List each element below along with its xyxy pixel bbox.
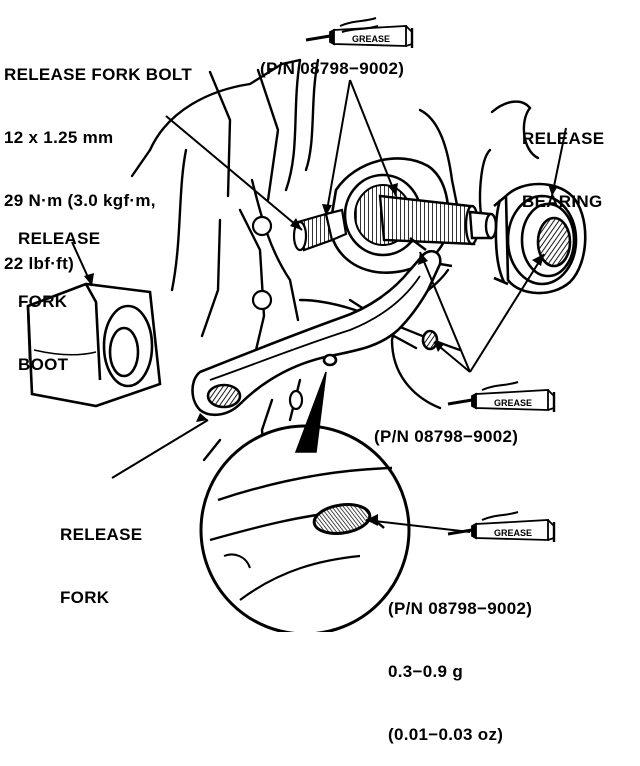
label-release-fork-line2: FORK xyxy=(60,588,110,607)
leader-lines xyxy=(71,79,567,533)
label-release-fork-line1: RELEASE xyxy=(60,525,143,544)
label-release-fork-boot: RELEASE FORK BOOT xyxy=(18,186,100,396)
label-pn-top: (P/N 08798−9002) xyxy=(260,59,405,78)
leader-arrowheads xyxy=(84,183,558,526)
release-bearing xyxy=(493,182,587,295)
grease-tube-icon: GREASE xyxy=(305,17,414,48)
release-fork xyxy=(191,236,453,417)
label-fork-boot-line3: BOOT xyxy=(18,355,69,374)
label-release-bearing-line1: RELEASE xyxy=(522,129,605,148)
label-fork-bolt-title: RELEASE FORK BOLT xyxy=(4,65,193,84)
label-fork-bolt-size: 12 x 1.25 mm xyxy=(4,128,114,147)
label-pn-bottom: (P/N 08798−9002) 0.3−0.9 g (0.01−0.03 oz… xyxy=(388,556,532,766)
label-fork-bolt-torque1: 29 N·m (3.0 kgf·m, xyxy=(4,191,156,210)
label-pn-bottom-ounces: (0.01−0.03 oz) xyxy=(388,725,504,744)
housing-holes xyxy=(251,215,304,411)
release-fork-boot xyxy=(26,282,162,408)
input-shaft xyxy=(378,194,498,246)
grease-tube-icon: GREASE xyxy=(447,511,556,542)
release-fork-bolt xyxy=(292,208,348,252)
label-release-fork-bolt: RELEASE FORK BOLT 12 x 1.25 mm 29 N·m (3… xyxy=(4,22,192,295)
grease-tube-icon: GREASE xyxy=(447,381,556,412)
label-release-fork: RELEASE FORK xyxy=(60,482,142,629)
label-fork-bolt-torque2: 22 lbf·ft) xyxy=(4,254,75,273)
clutch-release-diagram: GREASE GREASE GREASE xyxy=(26,17,587,632)
label-pn-mid: (P/N 08798−9002) xyxy=(374,427,519,446)
detail-magnifier xyxy=(199,371,411,632)
label-fork-boot-line1: RELEASE xyxy=(18,229,101,248)
grease-tube-text: GREASE xyxy=(494,398,532,408)
grease-tube-text: GREASE xyxy=(352,34,390,44)
label-pn-bottom-pn: (P/N 08798−9002) xyxy=(388,599,533,618)
label-release-bearing: RELEASE BEARING xyxy=(522,86,604,233)
label-release-bearing-line2: BEARING xyxy=(522,192,603,211)
label-pn-bottom-grams: 0.3−0.9 g xyxy=(388,662,463,681)
grease-tube-text: GREASE xyxy=(494,528,532,538)
label-fork-boot-line2: FORK xyxy=(18,292,68,311)
